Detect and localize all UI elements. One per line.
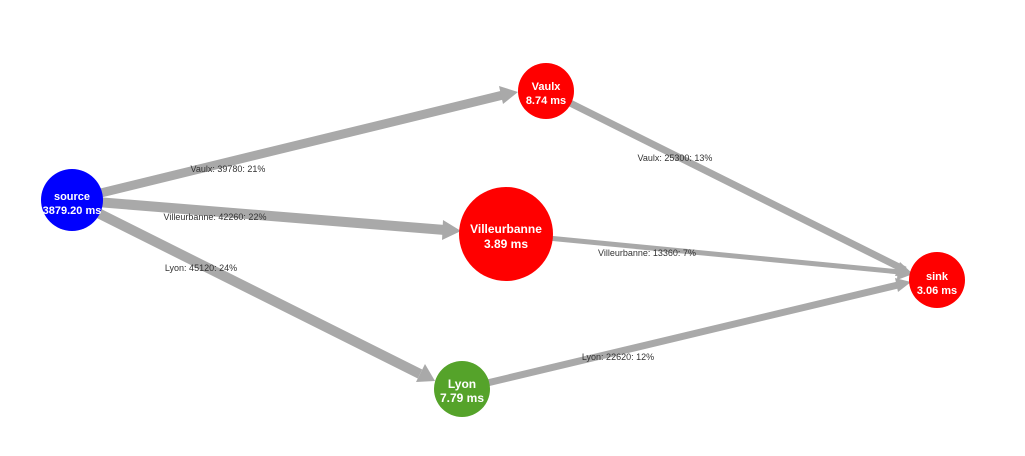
edge-source-lyon[interactable] (69, 195, 423, 379)
edge-arrowhead-source-vaulx (499, 86, 518, 104)
node-lyon-name: Lyon (448, 377, 476, 391)
edge-labels-layer: Vaulx: 39780: 21% Villeurbanne: 42260: 2… (164, 153, 713, 362)
node-source[interactable]: source 3879.20 ms (41, 169, 103, 231)
edge-arrowhead-source-villeurbanne (442, 220, 461, 240)
edge-source-vaulx[interactable] (70, 90, 505, 205)
node-vaulx-name: Vaulx (532, 81, 562, 93)
edge-label-source-villeurbanne: Villeurbanne: 42260: 22% (164, 212, 267, 222)
node-villeurbanne-time: 3.89 ms (484, 237, 528, 251)
edge-label-vaulx-sink: Vaulx: 25300: 13% (638, 153, 713, 163)
node-sink-circle (909, 252, 965, 308)
edge-label-lyon-sink: Lyon: 22620: 12% (582, 352, 654, 362)
node-source-circle (41, 169, 103, 231)
node-vaulx[interactable]: Vaulx 8.74 ms (518, 63, 574, 119)
edge-label-source-lyon: Lyon: 45120: 24% (165, 263, 237, 273)
node-sink-time: 3.06 ms (917, 285, 957, 297)
node-villeurbanne-name: Villeurbanne (470, 222, 542, 236)
edge-source-villeurbanne[interactable] (71, 195, 446, 235)
node-lyon-time: 7.79 ms (440, 391, 484, 405)
node-lyon-circle (434, 361, 490, 417)
edge-arrowhead-lyon-sink (895, 278, 911, 292)
edge-label-villeurbanne-sink: Villeurbanne: 13360: 7% (598, 248, 696, 258)
edge-arrowhead-source-lyon (416, 364, 435, 382)
node-vaulx-time: 8.74 ms (526, 95, 566, 107)
node-source-name: source (54, 191, 90, 203)
node-sink-name: sink (926, 271, 949, 283)
node-lyon[interactable]: Lyon 7.79 ms (434, 361, 490, 417)
edge-label-source-vaulx: Vaulx: 39780: 21% (191, 164, 266, 174)
edges-layer (69, 86, 914, 393)
edge-arrowhead-villeurbanne-sink (897, 265, 913, 280)
node-sink[interactable]: sink 3.06 ms (909, 252, 965, 308)
edge-lyon-sink[interactable] (461, 281, 899, 393)
nodes-layer: source 3879.20 ms Vaulx 8.74 ms Villeurb… (41, 63, 965, 417)
node-villeurbanne[interactable]: Villeurbanne 3.89 ms (459, 187, 553, 281)
node-vaulx-circle (518, 63, 574, 119)
node-source-time: 3879.20 ms (43, 205, 102, 217)
edge-villeurbanne-sink[interactable] (505, 231, 901, 275)
edge-vaulx-sink[interactable] (544, 87, 907, 274)
node-villeurbanne-circle (459, 187, 553, 281)
